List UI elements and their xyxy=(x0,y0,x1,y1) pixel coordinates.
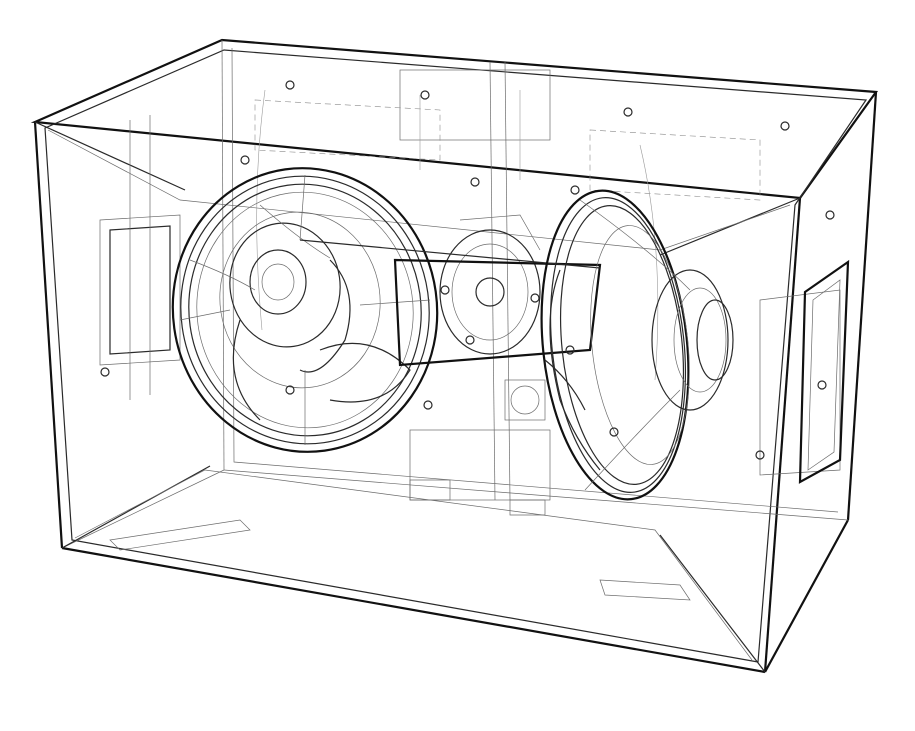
cabinet-front-face xyxy=(30,38,879,200)
cabinet-front-left-edge xyxy=(33,121,64,549)
center-assembly xyxy=(299,214,602,421)
internal-bracing xyxy=(99,61,850,601)
left-woofer xyxy=(171,167,439,453)
right-woofer xyxy=(540,189,734,501)
fasteners xyxy=(100,80,835,460)
cabinet-front-bottom-edge xyxy=(61,546,766,674)
cabinet-right-top-edge xyxy=(846,91,878,521)
cabinet-right-bottom-edge xyxy=(764,519,849,673)
cabinet-front-right-edge xyxy=(763,197,802,673)
cabinet-frame xyxy=(30,38,879,674)
